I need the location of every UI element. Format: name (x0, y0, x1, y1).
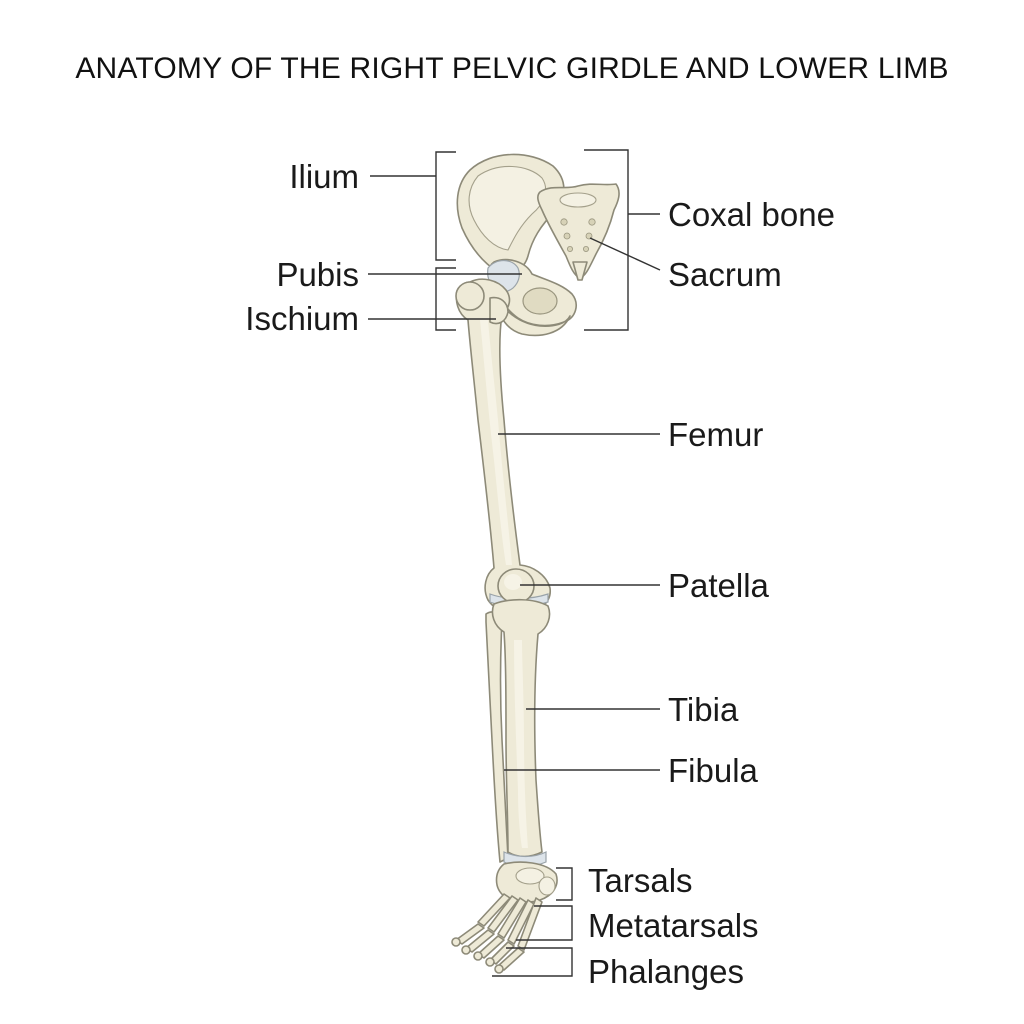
sacrum-leader (589, 237, 661, 271)
patella (497, 568, 535, 604)
phalanges-bracket (492, 947, 573, 977)
coxal-bone (456, 153, 577, 337)
phalanx-bones (451, 923, 525, 974)
ischium-bone (497, 299, 571, 337)
label-metatarsals: Metatarsals (588, 907, 759, 944)
label-ischium: Ischium (245, 300, 359, 337)
coccyx (572, 261, 588, 281)
sacral-foramina (560, 218, 596, 252)
obturator-foramen (522, 287, 558, 315)
femur-shaft-highlight (480, 320, 512, 565)
label-ilium: Ilium (289, 158, 359, 195)
femur-head (455, 281, 485, 311)
patella-highlight (504, 574, 522, 590)
tibia-highlight (514, 640, 528, 848)
sacrum-promontory (559, 192, 597, 208)
label-tibia: Tibia (668, 691, 739, 728)
greater-trochanter (489, 296, 509, 325)
label-coxal-bone: Coxal bone (668, 196, 835, 233)
sacrum-bone (537, 183, 620, 279)
tarsals-bracket (556, 867, 573, 901)
talus (515, 867, 545, 885)
label-sacrum: Sacrum (668, 256, 782, 293)
coxal-bone-bracket (584, 149, 629, 331)
pubis-ischium-bracket (435, 267, 456, 331)
metatarsals-bracket (516, 905, 573, 941)
metatarsal-bones (477, 893, 543, 951)
ilium-fossa (468, 165, 547, 251)
calcaneus (538, 876, 556, 896)
lower-leg (485, 598, 551, 868)
page-title: ANATOMY OF THE RIGHT PELVIC GIRDLE AND L… (75, 52, 949, 85)
label-pubis: Pubis (276, 256, 359, 293)
foot (451, 861, 558, 974)
label-phalanges: Phalanges (588, 953, 744, 990)
label-tarsals: Tarsals (588, 862, 693, 899)
label-fibula: Fibula (668, 752, 759, 789)
ilium-bracket (435, 151, 456, 261)
label-patella: Patella (668, 567, 770, 604)
label-femur: Femur (668, 416, 763, 453)
sacrum (537, 183, 620, 281)
